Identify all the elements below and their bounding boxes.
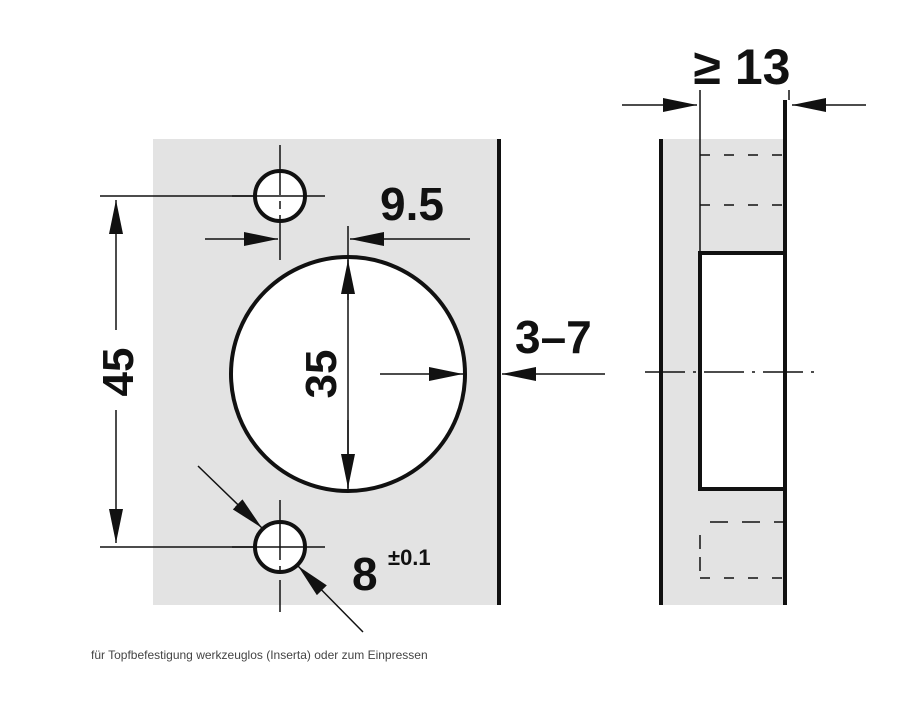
dim-min-thickness: ≥ 13: [694, 39, 791, 95]
dim-tolerance: ±0.1: [388, 545, 431, 570]
dim-3-7: 3–7: [515, 311, 592, 363]
side-view: ≥ 13: [622, 39, 866, 605]
dim-8: 8: [352, 548, 378, 600]
dim-35: 35: [297, 350, 346, 399]
dim-9-5: 9.5: [380, 178, 444, 230]
front-view: 45 35 9.5 3–7 8 ±0.1: [94, 139, 605, 633]
dim-45: 45: [94, 348, 143, 397]
caption: für Topfbefestigung werkzeuglos (Inserta…: [91, 648, 428, 662]
cup-recess: [698, 251, 787, 491]
